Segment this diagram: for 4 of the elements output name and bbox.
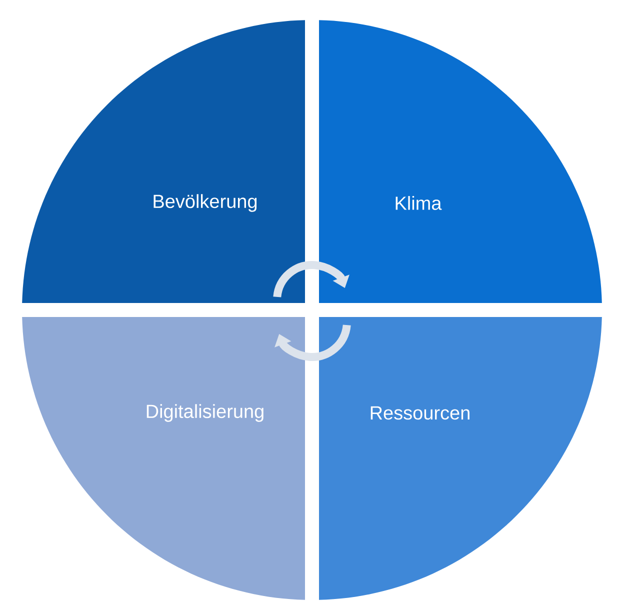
quadrant-sector: Digitalisierung [22,317,305,600]
quadrant-sector: Ressourcen [319,317,602,600]
quadrant-sector: Klima [319,20,602,303]
quadrant-sector: Bevölkerung [22,20,305,303]
